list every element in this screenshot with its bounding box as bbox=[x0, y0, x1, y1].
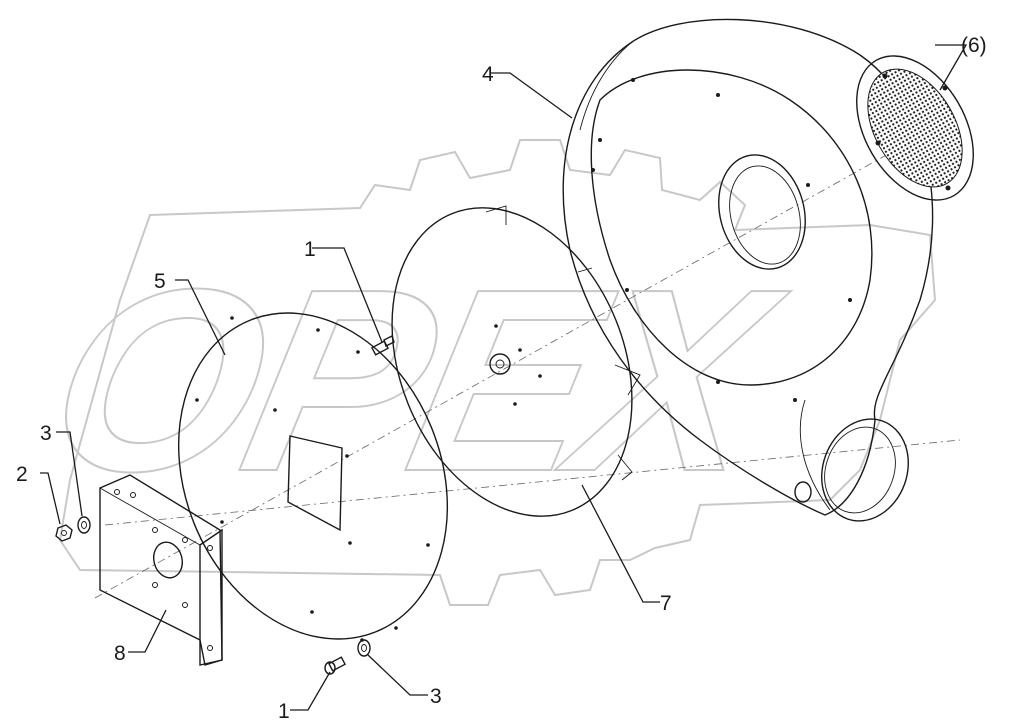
callout-2: 2 bbox=[16, 463, 28, 486]
inlet-mesh-guard bbox=[856, 55, 974, 201]
watermark: OPEX bbox=[27, 139, 937, 606]
impeller-disc bbox=[391, 205, 641, 517]
mounting-bracket bbox=[99, 474, 223, 666]
callout-1-bottom: 1 bbox=[278, 700, 290, 723]
callout-3-left: 3 bbox=[40, 422, 52, 445]
callout-8: 8 bbox=[114, 642, 126, 665]
screw-top bbox=[370, 335, 395, 356]
callout-3-bottom: 3 bbox=[430, 685, 442, 708]
leader-lines bbox=[40, 44, 968, 711]
nut-left bbox=[55, 524, 73, 542]
watermark-gear-outline bbox=[58, 139, 937, 606]
fan-housing bbox=[562, 18, 934, 522]
callout-5: 5 bbox=[154, 270, 166, 293]
washer-left bbox=[77, 516, 91, 534]
callout-7: 7 bbox=[660, 592, 672, 615]
callout-4: 4 bbox=[482, 63, 494, 86]
hardware bbox=[55, 335, 395, 675]
callout-6: (6) bbox=[961, 34, 987, 57]
back-plate bbox=[177, 312, 449, 642]
screw-bottom bbox=[324, 656, 347, 675]
washer-bottom bbox=[357, 639, 371, 657]
callout-labels: 1 5 4 (6) 7 8 1 3 2 3 bbox=[16, 34, 987, 723]
callout-1-top: 1 bbox=[304, 238, 316, 261]
watermark-text: OPEX bbox=[28, 235, 803, 526]
